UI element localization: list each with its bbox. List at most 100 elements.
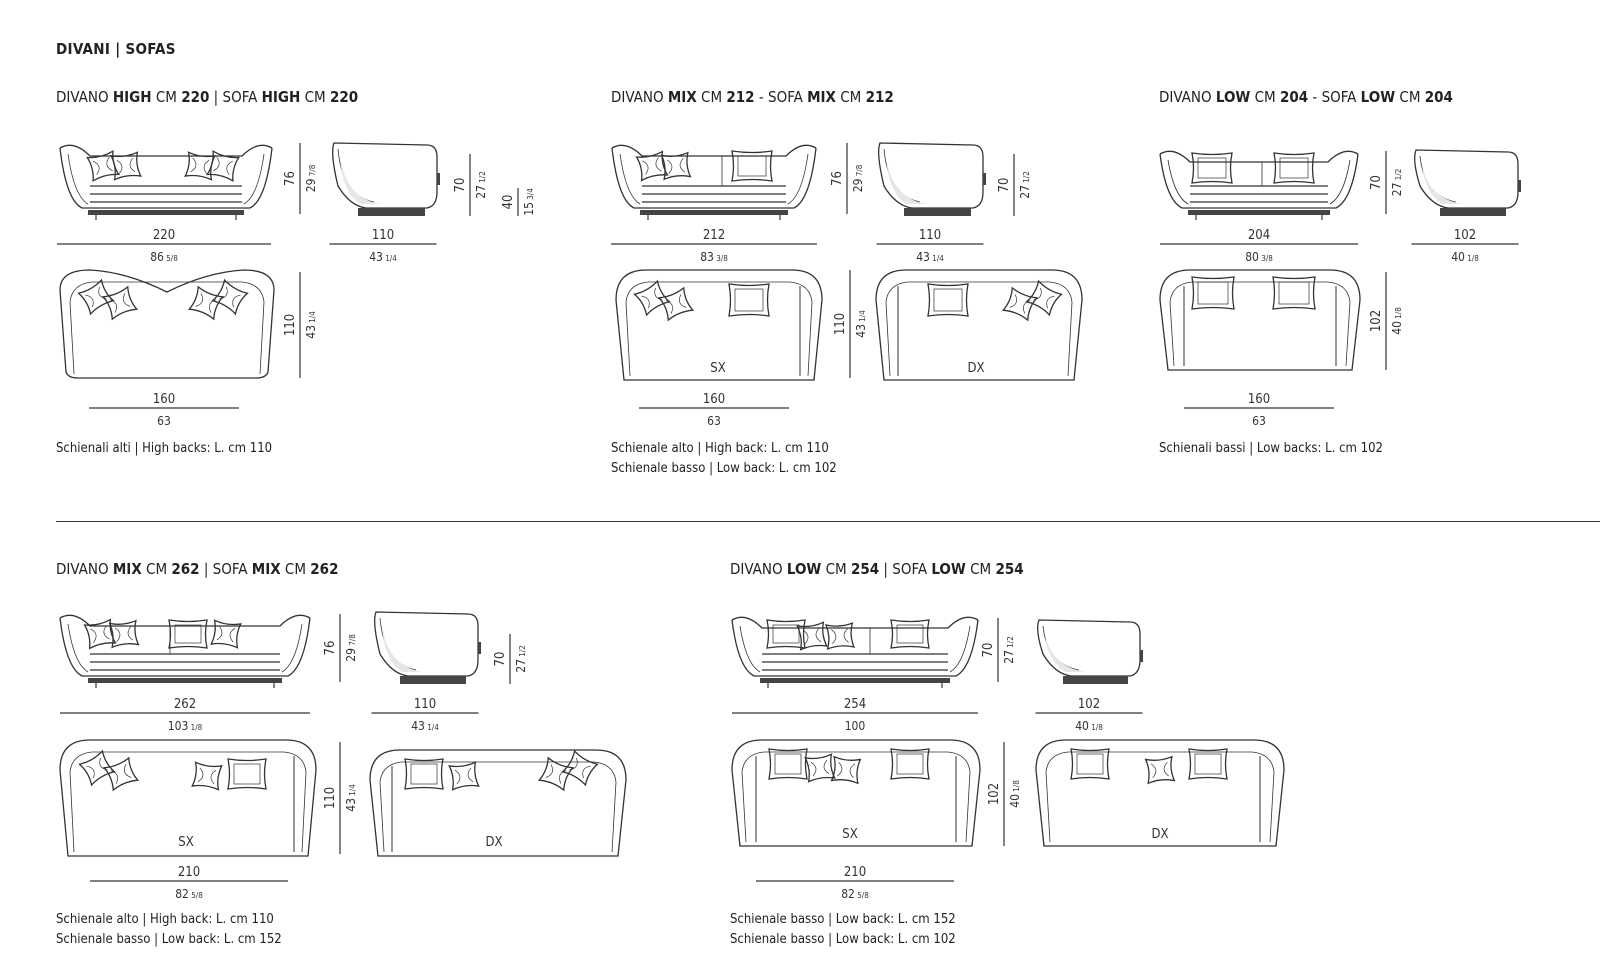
title-segment: HIGH [261,88,301,106]
pillow-outline [83,618,117,650]
plan-pillow [101,285,139,321]
title-segment: MIX [807,88,836,106]
title-segment: 220 [181,88,210,106]
side-body [332,142,438,209]
dimension-cm: 160 [703,392,725,407]
model-title: DIVANO MIX CM 212 - SOFA MIX CM 212 [611,88,894,106]
plan-pillow [830,755,862,785]
dimension-cm: 110 [833,313,848,335]
plan-pillow [537,756,575,792]
title-segment: 254 [995,560,1024,578]
front-pillow [796,621,828,651]
pillow-outline [1070,748,1110,780]
plan-pillow [404,758,444,790]
pillow-seam [213,157,233,175]
plan-inner [625,281,813,377]
pillow-outline [1001,286,1039,322]
pillow-seam [665,294,687,314]
plan-inner [69,281,265,375]
plan-inner [885,281,1073,377]
plan-inner [379,761,617,853]
front-pillow [1191,152,1233,184]
side-base [400,676,466,684]
pillow-outline [660,151,692,181]
plan-pillow [227,758,267,790]
backrest-top [731,616,979,629]
armrest-line [67,623,303,673]
dimension-inch: 43 1/4 [304,311,318,339]
plan-inner [69,751,307,853]
pillow-outline [1188,748,1228,780]
model-title: DIVANO LOW CM 254 | SOFA LOW CM 254 [730,560,1024,578]
backrest-top [611,144,817,157]
title-segment: - SOFA [754,88,808,106]
pillow-seam [642,157,662,175]
seat-cushion [642,185,786,203]
dimension-inch: 82 5/8 [841,887,869,901]
dimension-inch: 40 1/8 [1451,250,1479,264]
pillow-outline [187,285,225,321]
pillow-seam [216,625,236,643]
title-segment: 262 [171,560,200,578]
side-handle [478,642,481,654]
pillow-seam [197,767,217,785]
title-segment: | SOFA [209,88,262,106]
pillow-outline [77,278,115,316]
title-segment: | SOFA [199,560,252,578]
front-pillow [83,618,117,650]
front-pillow [824,622,856,650]
sofa-base [640,210,788,215]
pillow-seam [1279,157,1309,179]
front-pillow [108,619,140,649]
model-title: DIVANO LOW CM 204 - SOFA LOW CM 204 [1159,88,1453,106]
plan-pillow [927,283,969,317]
title-segment: 262 [310,560,339,578]
title-segment: DIVANO [56,560,113,578]
note-line: Schienale basso | Low back: L. cm 152 [56,932,282,947]
title-segment: LOW [786,560,822,578]
dimension-inch: 83 3/8 [700,250,728,264]
plan-outline [615,269,823,381]
dimension-inch: 27 1/2 [1002,636,1016,664]
sofa-body [731,619,979,677]
title-segment: CM [1395,88,1425,106]
note-line: Schienali alti | High backs: L. cm 110 [56,441,273,456]
pillow-outline [448,761,480,791]
dimension-inch: 29 7/8 [851,164,865,192]
sofa-body [611,147,817,209]
dimension-cm: 40 [501,195,516,210]
dimension-inch: 27 1/2 [1390,169,1404,197]
dimension-inch: 40 1/8 [1390,307,1404,335]
dimension-inch: 43 1/4 [916,250,944,264]
title-segment: | SOFA [879,560,932,578]
title-segment: - SOFA [1308,88,1361,106]
plan-outline [875,269,1083,381]
sofa-base [88,678,282,683]
dimension-cm: 70 [493,652,508,667]
front-pillow [86,149,120,183]
plan-pillow [633,279,671,317]
title-segment: 212 [726,88,755,106]
dimension-cm: 220 [153,228,175,243]
dimension-inch: 103 1/8 [168,719,203,733]
pillow-seam [802,627,822,645]
side-shade [886,157,926,204]
seat-cushion [1190,185,1328,203]
plan-pillow [1144,755,1176,785]
page-header: DIVANI | SOFAS [56,40,176,58]
front-pillow [206,149,240,183]
pillow-outline [1025,279,1063,317]
dimension-cm: 160 [1248,392,1270,407]
side-body [1037,619,1141,677]
plan-pillow [448,761,480,791]
title-segment: 212 [865,88,894,106]
plan-pillow [78,749,116,787]
pillow-outline [110,151,142,181]
plan-pillow [187,285,225,321]
title-segment: CM [835,88,866,106]
pillow-seam [90,625,110,643]
pillow-seam [896,624,924,644]
plan-pillow [890,748,930,780]
plan-side-label: DX [485,835,502,850]
